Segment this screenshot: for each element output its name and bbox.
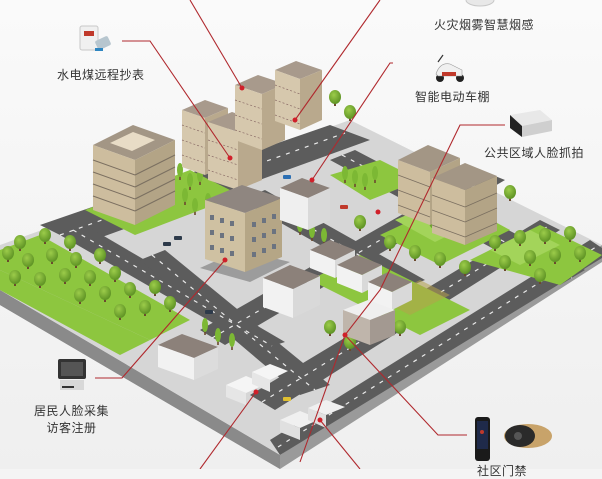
isometric-community-map	[0, 0, 602, 469]
office-tower-left	[92, 125, 176, 225]
central-building	[200, 185, 290, 282]
twin-towers-right	[397, 145, 498, 245]
label-public-face-capture: 公共区域人脸抓拍	[484, 146, 585, 160]
platform-base	[0, 245, 602, 469]
label-resident-line2: 访客注册	[46, 421, 97, 435]
label-access-control: 社区门禁	[477, 464, 528, 478]
face-terminal-icon	[58, 359, 86, 390]
callout-lines	[95, 0, 505, 469]
label-utility-meter: 水电煤远程抄表	[57, 68, 145, 82]
utility-meter-icon	[79, 25, 111, 51]
white-buildings	[158, 178, 412, 440]
label-resident-line1: 居民人脸采集	[34, 404, 110, 418]
label-smoke-detector: 火灾烟雾智慧烟感	[434, 18, 535, 32]
label-resident-face-registration: 居民人脸采集 访客注册	[34, 403, 109, 437]
smoke-detector-icon	[465, 0, 495, 7]
callout-dots	[222, 85, 381, 423]
label-ebike-shed: 智能电动车棚	[415, 90, 491, 104]
face-access-lock-icon	[475, 417, 552, 461]
cars	[163, 175, 348, 401]
electric-scooter-icon	[435, 54, 464, 82]
cctv-camera-icon	[510, 110, 552, 137]
residential-towers	[181, 61, 322, 190]
